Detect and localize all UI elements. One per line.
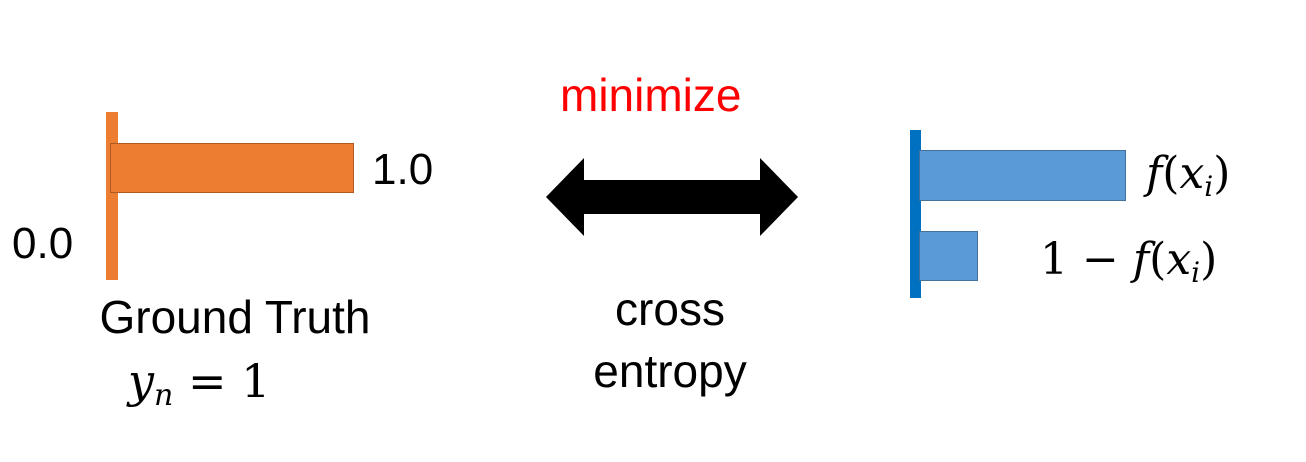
ground-truth-bar — [110, 143, 354, 193]
label-func: f — [1132, 234, 1150, 285]
prediction-bar-negative — [919, 231, 978, 281]
label-open-paren: ( — [1162, 148, 1180, 199]
ground-truth-value-low: 0.0 — [12, 219, 74, 268]
equation-rest: = 1 — [173, 354, 271, 408]
cross-entropy-label: cross entropy — [560, 278, 780, 402]
label-prefix: 1 − — [1040, 234, 1133, 285]
prediction-label-positive: f(xi) — [1146, 146, 1230, 215]
label-subscript: i — [1204, 170, 1214, 203]
prediction-label-negative: 1 − f(xi) — [1040, 232, 1217, 301]
ground-truth-equation: yn = 1 — [128, 352, 270, 425]
prediction-bar-positive — [919, 150, 1126, 201]
ground-truth-axis — [106, 112, 118, 280]
label-func: f — [1146, 148, 1163, 199]
label-subscript: i — [1191, 256, 1201, 289]
label-close-paren: ) — [1200, 234, 1218, 285]
prediction-axis — [910, 130, 921, 298]
double-arrow-icon — [546, 158, 798, 236]
cross-entropy-line-1: cross — [615, 283, 725, 335]
equation-variable: y — [128, 354, 154, 408]
label-arg: x — [1179, 148, 1205, 199]
ground-truth-value-high: 1.0 — [372, 145, 434, 194]
minimize-label: minimize — [560, 69, 742, 121]
label-arg: x — [1166, 234, 1192, 285]
label-open-paren: ( — [1149, 234, 1167, 285]
label-close-paren: ) — [1213, 148, 1231, 199]
cross-entropy-line-2: entropy — [593, 345, 747, 397]
equation-subscript: n — [154, 378, 174, 413]
double-arrow-shape — [546, 158, 798, 236]
ground-truth-title: Ground Truth — [99, 291, 371, 343]
